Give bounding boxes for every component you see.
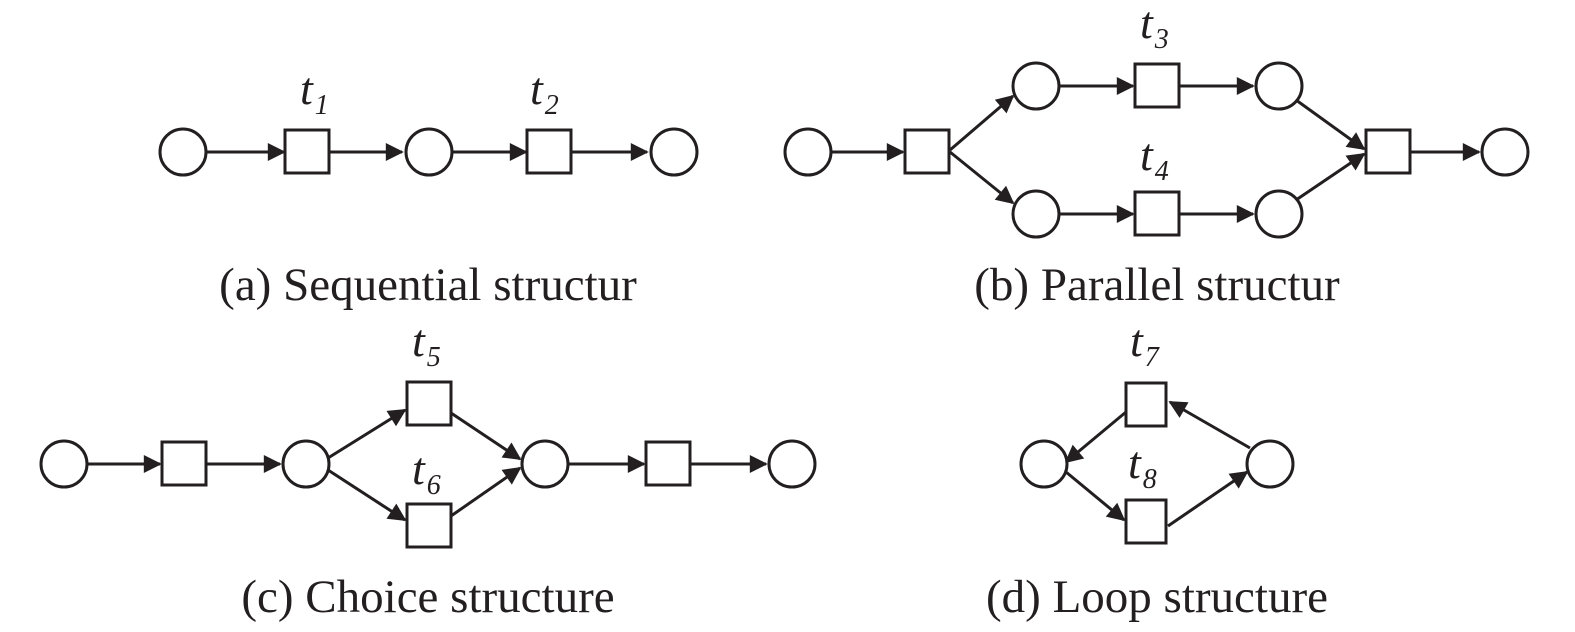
place [1245,439,1295,489]
label-t1: t1 [300,63,329,121]
place [1480,127,1530,177]
label-t8: t8 [1128,437,1157,495]
arc [1167,470,1249,528]
place [767,439,817,489]
arc [949,94,1015,152]
arc [450,411,522,461]
arc [1168,400,1251,450]
place [1019,439,1069,489]
label-t4: t4 [1140,129,1169,187]
place [1254,61,1304,111]
place [783,127,833,177]
transition-t1 [283,128,331,175]
label-t2: t2 [530,63,559,121]
arc [1064,410,1127,464]
transition-t5 [405,380,453,427]
place [1254,189,1304,239]
caption-b: (b) Parallel structur [974,259,1340,311]
place [649,127,699,177]
place [404,127,454,177]
panel-sequential: t1 t2 (a) Sequential structur [158,63,699,311]
arc [327,468,407,522]
place [158,127,208,177]
label-t5: t5 [412,315,441,373]
place [1011,61,1061,111]
transition-t7 [1124,381,1168,428]
arc [1295,98,1366,151]
transition-t8 [1124,498,1168,545]
place [39,439,89,489]
transition-t6 [405,502,453,549]
caption-d: (d) Loop structure [986,571,1328,623]
transition [160,440,208,487]
label-t3: t3 [1140,0,1169,55]
arc [1065,470,1126,522]
arc [450,466,522,518]
panel-parallel: t3 t4 (b) Parallel structur [783,0,1530,311]
place [520,439,570,489]
arc [327,408,407,460]
label-t6: t6 [412,443,441,501]
place [281,439,331,489]
arc [949,150,1015,205]
transition-t4 [1133,190,1181,237]
transition-t3 [1133,62,1181,109]
transition-t2 [525,128,573,175]
label-t7: t7 [1130,315,1160,373]
place [1011,189,1061,239]
caption-a: (a) Sequential structur [219,259,637,311]
caption-c: (c) Choice structure [241,571,614,623]
arc [1295,152,1366,202]
transition [903,128,951,175]
panel-choice: t5 t6 (c) Choice structure [39,315,817,623]
transition [1364,128,1412,175]
transition [644,440,692,487]
panel-loop: t7 t8 (d) Loop structure [986,315,1328,623]
